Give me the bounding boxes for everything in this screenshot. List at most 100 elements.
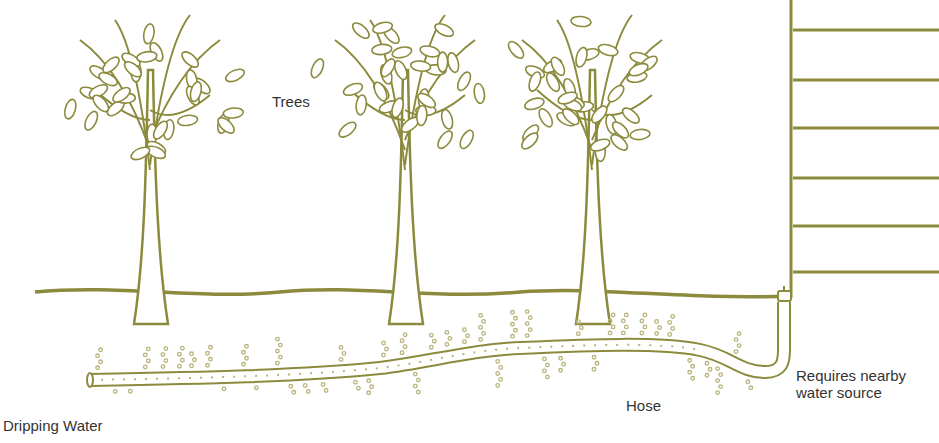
water-drop: [292, 391, 296, 395]
tree-leaf: [574, 46, 589, 68]
water-drop: [178, 352, 182, 356]
water-drop: [479, 314, 483, 318]
water-drop: [691, 377, 695, 381]
water-source-label: Requires nearby water source: [796, 367, 936, 401]
water-drop: [543, 369, 547, 373]
water-drop: [321, 383, 325, 387]
water-drop: [181, 358, 185, 362]
water-drop: [559, 357, 563, 361]
water-drop: [719, 385, 723, 389]
water-drop: [496, 384, 500, 388]
water-drop: [279, 343, 283, 347]
water-drop: [688, 371, 692, 375]
water-drop: [746, 380, 750, 384]
water-drop: [608, 319, 612, 323]
tree-leaf: [440, 108, 455, 130]
tree-leaf: [391, 45, 413, 59]
tree-leaf: [129, 145, 151, 163]
water-drop: [716, 391, 720, 395]
tree-leaf: [82, 110, 100, 132]
water-drop: [279, 355, 283, 359]
tree-leaf: [372, 20, 394, 35]
hose-holes: [90, 345, 700, 380]
water-drop: [430, 333, 434, 337]
water-drop: [511, 323, 515, 327]
tree-branch: [370, 20, 405, 170]
dripping-water-label: Dripping Water: [3, 417, 102, 434]
tree-leaf: [527, 70, 543, 92]
water-drop: [276, 337, 280, 341]
tree-leaf: [629, 128, 650, 140]
water-drop: [417, 390, 421, 394]
water-drop: [306, 390, 310, 394]
tree-leaf: [560, 106, 581, 127]
tree-leaf: [416, 105, 428, 126]
water-drop: [671, 327, 675, 331]
water-drop: [430, 345, 434, 349]
water-drop: [303, 384, 307, 388]
water-drop: [499, 366, 503, 370]
water-drop: [716, 379, 720, 383]
water-drop: [625, 313, 629, 317]
tree-trunk: [134, 70, 168, 324]
tree-leaf: [457, 128, 475, 150]
water-drop: [400, 351, 404, 355]
water-drop: [206, 352, 210, 356]
tree: [309, 15, 486, 324]
water-drop: [511, 335, 515, 339]
tree-branch: [557, 20, 592, 170]
water-drop: [580, 326, 584, 330]
water-drop: [496, 360, 500, 364]
water-drop: [577, 320, 581, 324]
water-drop: [147, 347, 151, 351]
water-drop: [643, 325, 647, 329]
water-drop: [622, 319, 626, 323]
tree-leaf: [177, 114, 198, 127]
water-drop: [499, 378, 503, 382]
tree-leaf: [215, 115, 236, 136]
tree-leaf: [90, 93, 111, 115]
water-drop: [562, 363, 566, 367]
tree-leaf: [556, 90, 578, 106]
water-drop: [385, 347, 389, 351]
water-drop: [734, 338, 738, 342]
tree-leaf: [350, 20, 372, 41]
water-drop: [511, 311, 515, 315]
water-drop: [276, 361, 280, 365]
water-drop: [577, 332, 581, 336]
tree-leaf: [371, 43, 392, 55]
water-drop: [592, 368, 596, 372]
tree-leaf: [223, 107, 244, 119]
trees: [63, 15, 662, 324]
water-drop: [608, 331, 612, 335]
tree-leaf: [433, 21, 455, 39]
tree-leaf: [589, 104, 610, 126]
tree: [506, 15, 662, 324]
water-drop: [113, 390, 117, 394]
water-drop: [655, 332, 659, 336]
water-drop: [289, 385, 293, 389]
water-drop: [129, 389, 133, 393]
water-drop: [528, 316, 532, 320]
tree-leaf: [142, 23, 155, 44]
water-drop: [658, 326, 662, 330]
water-drop: [611, 313, 615, 317]
water-drop: [514, 317, 518, 321]
water-drop: [414, 384, 418, 388]
water-drop: [370, 385, 374, 389]
water-drop: [164, 347, 168, 351]
water-drop: [445, 331, 449, 335]
tree-leaf: [589, 137, 611, 153]
water-drop: [622, 331, 626, 335]
water-drop: [705, 374, 709, 378]
water-drop: [433, 339, 437, 343]
water-drop: [559, 369, 563, 373]
water-drop: [691, 365, 695, 369]
tree-leaf: [455, 70, 473, 92]
water-drop: [209, 358, 213, 362]
tree-leaf: [419, 44, 441, 59]
water-drop: [737, 332, 741, 336]
tree-leaf: [355, 94, 367, 115]
building-wall: [791, 0, 939, 298]
water-drop: [546, 375, 550, 379]
